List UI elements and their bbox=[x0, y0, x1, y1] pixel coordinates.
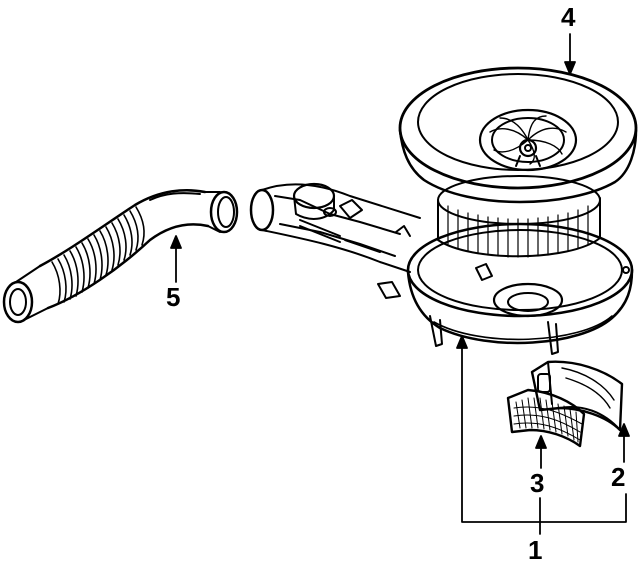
hose-cuff-inner bbox=[9, 288, 27, 316]
filter-screen-housing-part bbox=[530, 360, 624, 432]
air-cleaner-housing-part bbox=[377, 222, 634, 355]
housing-clip-left bbox=[429, 315, 443, 347]
callout-3: 3 bbox=[530, 468, 545, 498]
vacuum-motor bbox=[292, 182, 336, 210]
leader-1 bbox=[461, 339, 627, 535]
snorkel-opening bbox=[249, 188, 275, 232]
housing-lower-body bbox=[406, 268, 634, 345]
callout-4: 4 bbox=[561, 2, 576, 32]
housing-upper-rim bbox=[406, 222, 634, 318]
housing-snorkel-duct bbox=[249, 182, 421, 273]
lid-center-boss bbox=[478, 108, 578, 172]
housing-carb-neck bbox=[492, 282, 564, 318]
callout-5: 5 bbox=[166, 282, 181, 312]
callout-1: 1 bbox=[528, 535, 543, 565]
lid-side-wall bbox=[398, 128, 638, 204]
intake-hose-part bbox=[2, 189, 239, 324]
mesh-pad-grid bbox=[513, 397, 583, 443]
lid-outer-rim bbox=[398, 66, 638, 190]
callout-2: 2 bbox=[611, 462, 626, 492]
leader-lines bbox=[170, 33, 630, 535]
lid-wing-nut bbox=[518, 138, 538, 158]
lid-swirl-vanes bbox=[489, 115, 567, 165]
hose-outlet-collar bbox=[209, 190, 239, 234]
lid-top-ring bbox=[417, 73, 619, 171]
hose-cuff-end bbox=[2, 280, 34, 324]
housing-clip-front bbox=[547, 321, 559, 355]
mesh-pad-outline bbox=[506, 388, 586, 448]
mesh-filter-pad-part bbox=[506, 388, 586, 448]
hose-top-edge bbox=[38, 189, 207, 268]
hose-corrugations bbox=[51, 206, 145, 305]
hose-bottom-edge bbox=[46, 223, 210, 310]
air-cleaner-lid-part bbox=[398, 66, 638, 204]
